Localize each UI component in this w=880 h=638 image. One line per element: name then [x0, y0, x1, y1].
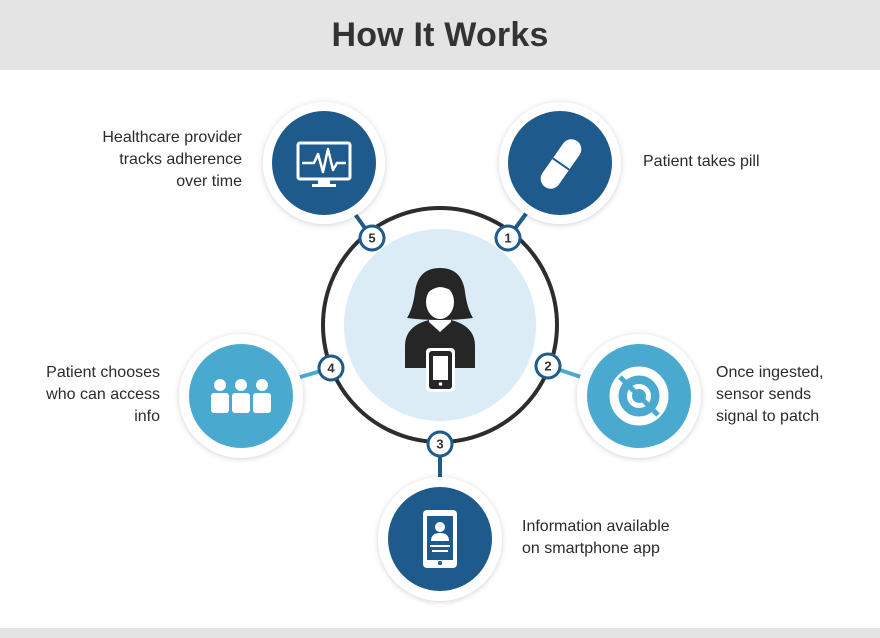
step-2-label-line: sensor sends: [716, 386, 812, 403]
step-1-label: Patient takes pill: [643, 151, 760, 173]
smartphone-profile-icon: [423, 510, 457, 568]
svg-text:2: 2: [544, 359, 551, 374]
step-3-label-line: Information available: [522, 518, 670, 535]
step-2-label-line: Once ingested,: [716, 364, 824, 381]
header-bar: How It Works: [0, 0, 880, 70]
svg-text:5: 5: [368, 231, 375, 246]
step-1-badge: 1: [494, 224, 522, 252]
step-4-label-line: info: [134, 408, 160, 425]
page-title: How It Works: [331, 15, 549, 54]
step-4-label-line: Patient chooses: [46, 364, 160, 381]
step-5-label: Healthcare provider tracks adherence ove…: [102, 127, 242, 193]
step-4-label-line: who can access: [46, 386, 160, 403]
patient-with-phone-icon: [405, 268, 475, 392]
step-2-badge: 2: [534, 352, 562, 380]
step-5-label-line: over time: [176, 173, 242, 190]
step-3-label-line: on smartphone app: [522, 540, 660, 557]
sensor-signal-icon: [609, 366, 669, 426]
step-5-label-line: Healthcare provider: [102, 129, 242, 146]
svg-text:3: 3: [436, 437, 443, 452]
step-2-label: Once ingested, sensor sends signal to pa…: [716, 362, 824, 428]
step-4-label: Patient chooses who can access info: [46, 362, 160, 428]
step-5-badge: 5: [358, 224, 386, 252]
step-5-label-line: tracks adherence: [119, 151, 242, 168]
step-3-badge: 3: [426, 430, 454, 458]
footer-band: [0, 628, 880, 638]
step-2-label-line: signal to patch: [716, 408, 820, 425]
step-3-label: Information available on smartphone app: [522, 516, 670, 560]
step-4-badge: 4: [317, 354, 345, 382]
svg-text:4: 4: [327, 361, 335, 376]
pill-icon: [540, 139, 582, 189]
step-1-label-line: Patient takes pill: [643, 153, 760, 170]
svg-text:1: 1: [504, 231, 511, 246]
group-people-icon: [211, 379, 271, 413]
heart-monitor-icon: [296, 141, 352, 187]
